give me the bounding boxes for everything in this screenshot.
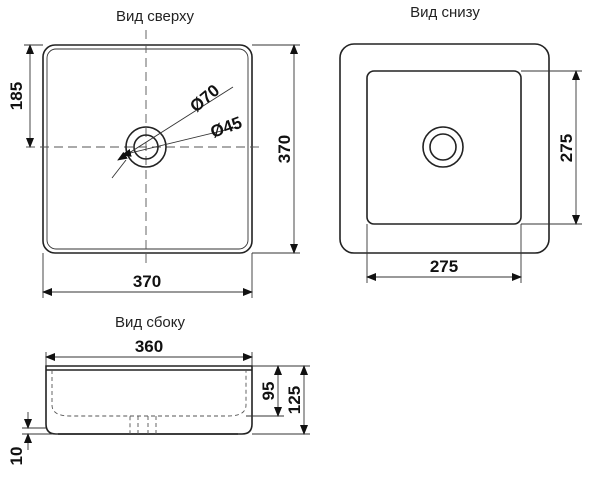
bottom-drain-inner-circle — [429, 133, 457, 161]
drain-outer-label: Ø70 — [186, 81, 223, 116]
top-view-title: Вид сверху — [116, 8, 195, 25]
side-total-label: 125 — [285, 386, 304, 414]
bottom-view-outline — [339, 43, 550, 254]
bottom-drain-outer-circle — [422, 126, 464, 168]
side-view-bowl-hidden — [51, 370, 247, 434]
bottom-height-label: 275 — [557, 134, 576, 162]
bottom-width-label: 275 — [430, 257, 458, 276]
bottom-view: Вид снизу 275 275 — [339, 4, 582, 283]
bottom-view-title: Вид снизу — [410, 4, 480, 21]
drain-leader-tail — [111, 159, 127, 179]
top-view-inner-rim — [46, 48, 249, 250]
top-view-outline — [42, 44, 253, 254]
side-view-title: Вид сбоку — [115, 314, 185, 331]
drain-inner-leader — [121, 126, 239, 157]
bottom-view-base — [366, 70, 522, 225]
side-view: Вид сбоку 360 95 125 10 — [7, 314, 310, 465]
drain-inner-label: Ø45 — [208, 113, 245, 142]
drain-inner-circle — [133, 134, 159, 160]
top-offset-label: 185 — [7, 82, 26, 110]
side-view-outline — [45, 365, 253, 435]
side-base-label: 10 — [7, 447, 26, 466]
side-inner-label: 95 — [259, 382, 278, 401]
drain-outer-circle — [125, 126, 167, 168]
top-view: Вид сверху Ø70 Ø45 185 370 370 — [7, 8, 300, 298]
side-width-label: 360 — [135, 337, 163, 356]
top-width-label: 370 — [133, 272, 161, 291]
drain-outer-leader — [117, 86, 234, 161]
top-height-label: 370 — [275, 135, 294, 163]
